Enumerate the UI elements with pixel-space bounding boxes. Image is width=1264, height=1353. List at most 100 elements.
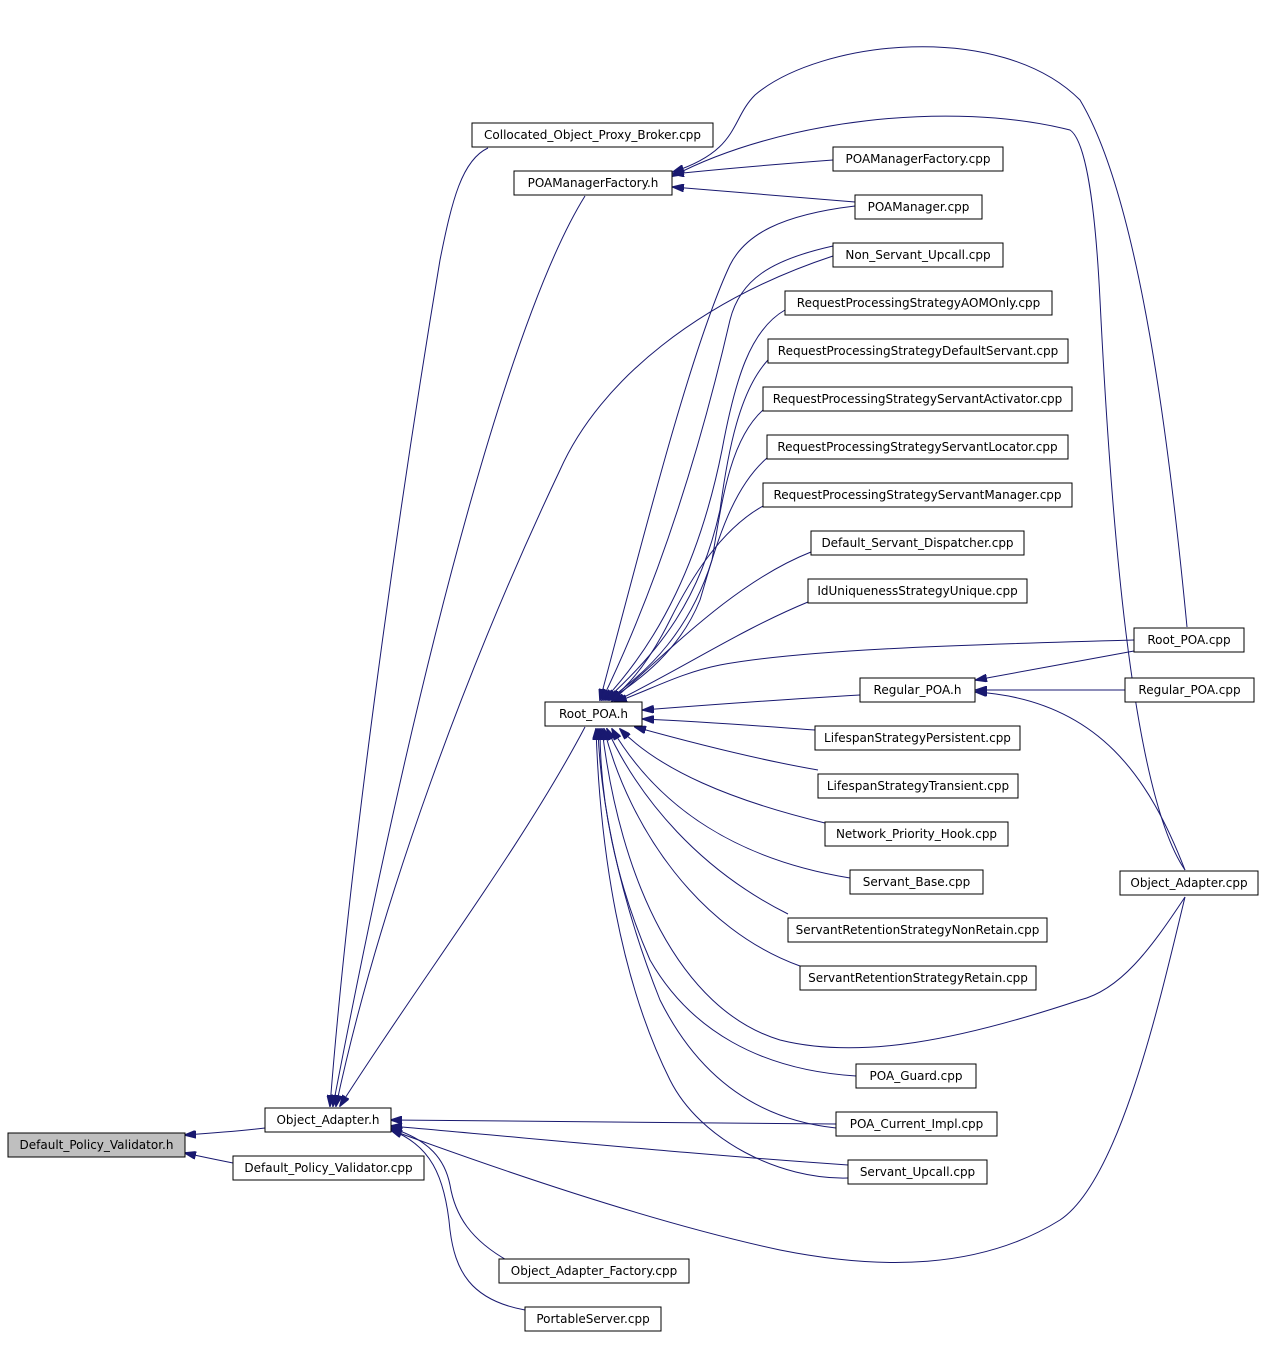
- node-network-priority-hook-cpp[interactable]: Network_Priority_Hook.cpp: [824, 821, 1009, 847]
- edge-rsr-to-rootpoa_h: [604, 729, 801, 967]
- node-object-adapter-h[interactable]: Object_Adapter.h: [264, 1107, 392, 1133]
- edge-oa_h-to-dpv_h: [185, 1127, 266, 1135]
- node-rps-servantactivator-cpp[interactable]: RequestProcessingStrategyServantActivato…: [762, 386, 1073, 412]
- edge-su-to-rootpoa_h: [596, 729, 849, 1179]
- edge-pm_cpp-to-rootpoa_h: [600, 205, 856, 700]
- node-label: POA_Guard.cpp: [870, 1069, 963, 1083]
- node-label: Object_Adapter.cpp: [1130, 876, 1247, 890]
- node-label: Object_Adapter_Factory.cpp: [511, 1264, 677, 1278]
- edge-ps-to-oa_h: [391, 1130, 526, 1311]
- node-label: PortableServer.cpp: [536, 1312, 649, 1326]
- edge-pci-to-rootpoa_h: [598, 729, 837, 1129]
- node-label: Root_POA.cpp: [1147, 633, 1230, 647]
- node-label: POAManagerFactory.h: [528, 176, 659, 190]
- node-label: POA_Current_Impl.cpp: [850, 1117, 984, 1131]
- node-poa-current-impl-cpp[interactable]: POA_Current_Impl.cpp: [835, 1111, 998, 1137]
- node-poamanagerfactory-h[interactable]: POAManagerFactory.h: [513, 170, 673, 196]
- edge-pmf_cpp-to-pmf_h: [673, 159, 834, 174]
- edge-rootpoa_h-to-oa_h: [340, 726, 586, 1106]
- node-poa-guard-cpp[interactable]: POA_Guard.cpp: [855, 1063, 977, 1089]
- node-label: LifespanStrategyTransient.cpp: [827, 779, 1009, 793]
- edge-pci-to-oa_h: [391, 1120, 837, 1125]
- node-portableserver-cpp[interactable]: PortableServer.cpp: [524, 1306, 662, 1332]
- edge-oa_cpp-to-oa_h: [391, 896, 1186, 1263]
- node-poamanager-cpp[interactable]: POAManager.cpp: [854, 194, 983, 220]
- node-servant-upcall-cpp[interactable]: Servant_Upcall.cpp: [847, 1159, 988, 1185]
- node-default-servant-dispatcher-cpp[interactable]: Default_Servant_Dispatcher.cpp: [810, 530, 1025, 556]
- edge-rps_sm-to-rootpoa_h: [610, 505, 764, 700]
- node-label: RequestProcessingStrategyServantLocator.…: [777, 440, 1057, 454]
- edge-lsp-to-rootpoa_h: [643, 719, 816, 731]
- edge-nsu-to-rootpoa_h: [602, 245, 834, 700]
- node-label: Non_Servant_Upcall.cpp: [845, 248, 990, 262]
- edge-dsd-to-rootpoa_h: [612, 551, 812, 701]
- node-label: IdUniquenessStrategyUnique.cpp: [817, 584, 1017, 598]
- node-default-policy-validator-h[interactable]: Default_Policy_Validator.h: [7, 1132, 186, 1158]
- node-default-policy-validator-cpp[interactable]: Default_Policy_Validator.cpp: [232, 1155, 425, 1181]
- edge-pmf_h-to-oa_h: [333, 195, 586, 1106]
- node-servant-base-cpp[interactable]: Servant_Base.cpp: [849, 869, 984, 895]
- edge-nph-to-rootpoa_h: [620, 729, 826, 824]
- node-rps-defaultservant-cpp[interactable]: RequestProcessingStrategyDefaultServant.…: [767, 338, 1069, 364]
- node-rps-servantmanager-cpp[interactable]: RequestProcessingStrategyServantManager.…: [762, 482, 1073, 508]
- edge-oa_cpp-to-rootpoa_h: [602, 729, 1186, 1049]
- node-label: LifespanStrategyPersistent.cpp: [824, 731, 1011, 745]
- graph-nodes: Default_Policy_Validator.h Object_Adapte…: [7, 122, 1259, 1332]
- node-label: RequestProcessingStrategyAOMOnly.cpp: [797, 296, 1040, 310]
- node-label: Servant_Base.cpp: [863, 875, 971, 889]
- node-lifespanstrategypersistent-cpp[interactable]: LifespanStrategyPersistent.cpp: [814, 725, 1021, 751]
- edge-copb-to-oa_h: [330, 147, 489, 1106]
- edge-rps_ds-to-rootpoa_h: [606, 359, 769, 700]
- edge-regpoa_h-to-rootpoa_h: [643, 694, 861, 710]
- edge-rps_sl-to-rootpoa_h: [609, 457, 768, 700]
- dependency-edges: [185, 46, 1188, 1311]
- node-label: Default_Policy_Validator.cpp: [244, 1161, 412, 1175]
- node-label: Regular_POA.h: [874, 683, 962, 697]
- node-rps-servantlocator-cpp[interactable]: RequestProcessingStrategyServantLocator.…: [766, 434, 1069, 460]
- node-rps-aomonly-cpp[interactable]: RequestProcessingStrategyAOMOnly.cpp: [784, 290, 1053, 316]
- node-label: RequestProcessingStrategyServantManager.…: [773, 488, 1061, 502]
- node-label: Collocated_Object_Proxy_Broker.cpp: [484, 128, 701, 142]
- node-root-poa-h[interactable]: Root_POA.h: [544, 701, 643, 727]
- edge-rootpoa_cpp-to-rootpoa_h: [616, 639, 1135, 702]
- node-regular-poa-h[interactable]: Regular_POA.h: [859, 677, 976, 703]
- edge-rootpoa_cpp-to-regpoa_h: [976, 650, 1135, 680]
- edge-rsnr-to-rootpoa_h: [607, 729, 789, 915]
- node-label: POAManagerFactory.cpp: [845, 152, 990, 166]
- edge-idu-to-rootpoa_h: [614, 601, 809, 702]
- edge-nsu-to-oa_h: [336, 255, 834, 1106]
- node-lifespanstrategytransient-cpp[interactable]: LifespanStrategyTransient.cpp: [817, 773, 1019, 799]
- node-label: Network_Priority_Hook.cpp: [836, 827, 997, 841]
- edge-pm_cpp-to-pmf_h: [673, 187, 856, 203]
- node-regular-poa-cpp[interactable]: Regular_POA.cpp: [1124, 677, 1255, 703]
- node-label: Servant_Upcall.cpp: [860, 1165, 975, 1179]
- edge-oa_cpp-to-regpoa_h: [976, 692, 1186, 871]
- node-label: POAManager.cpp: [868, 200, 970, 214]
- edge-rps_aom-to-rootpoa_h: [604, 309, 786, 700]
- edge-oaf-to-oa_h: [391, 1128, 511, 1263]
- node-label: RequestProcessingStrategyServantActivato…: [773, 392, 1063, 406]
- node-label: Regular_POA.cpp: [1138, 683, 1240, 697]
- edge-dpv_cpp-to-dpv_h: [185, 1153, 234, 1164]
- node-label: Default_Servant_Dispatcher.cpp: [821, 536, 1013, 550]
- node-label: Default_Policy_Validator.h: [20, 1138, 174, 1152]
- node-label: ServantRetentionStrategyRetain.cpp: [808, 971, 1028, 985]
- edge-lst-to-rootpoa_h: [635, 727, 819, 771]
- edge-su-to-oa_h: [391, 1126, 849, 1166]
- edge-rps_sa-to-rootpoa_h: [608, 409, 764, 700]
- node-object-adapter-cpp[interactable]: Object_Adapter.cpp: [1119, 870, 1259, 896]
- edge-rootpoa_cpp-to-pmf_h: [673, 46, 1188, 628]
- node-iduniquenessstrategyunique-cpp[interactable]: IdUniquenessStrategyUnique.cpp: [807, 578, 1028, 604]
- node-poamanagerfactory-cpp[interactable]: POAManagerFactory.cpp: [832, 146, 1004, 172]
- node-servantretentionstrategynonretain-cpp[interactable]: ServantRetentionStrategyNonRetain.cpp: [787, 917, 1048, 943]
- node-collocated-object-proxy-broker-cpp[interactable]: Collocated_Object_Proxy_Broker.cpp: [471, 122, 714, 148]
- edge-sb-to-rootpoa_h: [612, 729, 851, 879]
- node-label: RequestProcessingStrategyDefaultServant.…: [778, 344, 1058, 358]
- node-label: Root_POA.h: [559, 707, 628, 721]
- node-label: ServantRetentionStrategyNonRetain.cpp: [796, 923, 1040, 937]
- node-root-poa-cpp[interactable]: Root_POA.cpp: [1133, 627, 1245, 653]
- node-servantretentionstrategyretain-cpp[interactable]: ServantRetentionStrategyRetain.cpp: [799, 965, 1037, 991]
- node-non-servant-upcall-cpp[interactable]: Non_Servant_Upcall.cpp: [832, 242, 1004, 268]
- node-object-adapter-factory-cpp[interactable]: Object_Adapter_Factory.cpp: [498, 1258, 690, 1284]
